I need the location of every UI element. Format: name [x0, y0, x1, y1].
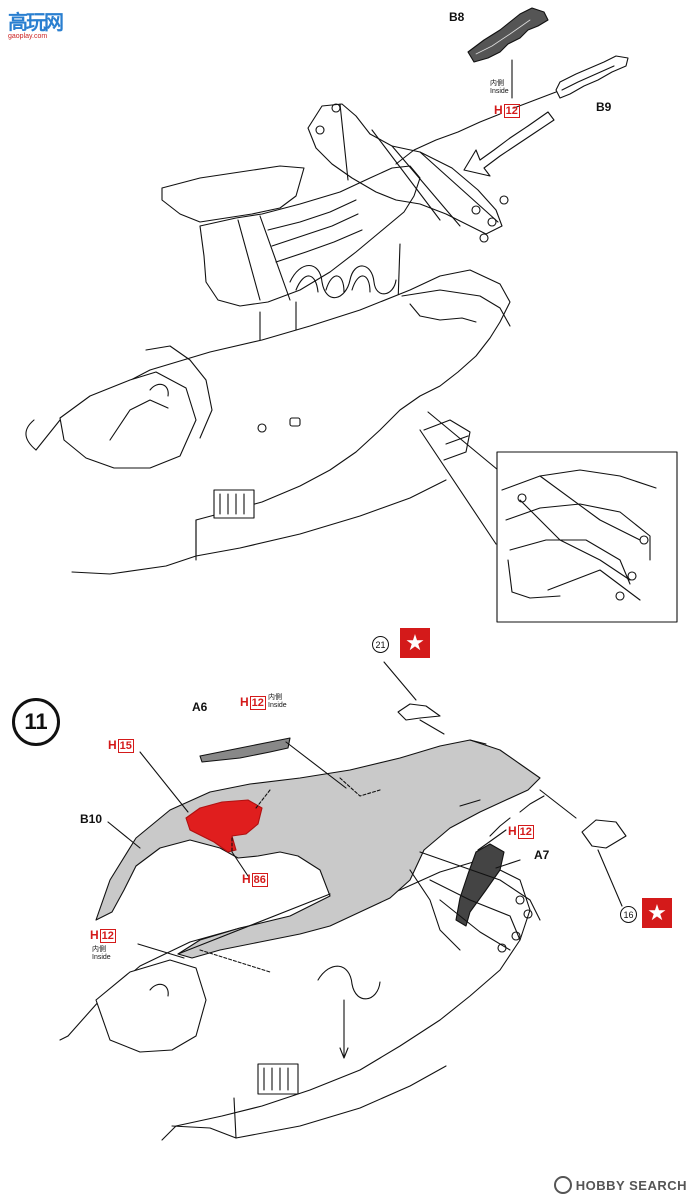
- label-a6: A6: [192, 700, 208, 714]
- exhaust-pipes: [289, 265, 397, 299]
- engine-cover: [161, 165, 305, 223]
- label-b8: B8: [449, 10, 465, 24]
- callout-16: 16: [620, 906, 637, 923]
- label-h15-letter: H: [108, 738, 117, 752]
- part-21-shape: [397, 703, 441, 721]
- cockpit-opening: [59, 371, 197, 469]
- label-h12-upper-letter: H: [240, 695, 249, 709]
- label-h86-num: 86: [251, 873, 268, 887]
- hobby-search-watermark: HOBBY SEARCH: [553, 1176, 687, 1194]
- star-marker-bottom: ★: [642, 898, 672, 928]
- label-h12-left-letter: H: [90, 928, 99, 942]
- assembly-arrow: [463, 111, 555, 177]
- site-logo: 高玩网 gaoplay.com: [8, 6, 64, 40]
- label-h12-right-num: 12: [517, 825, 534, 839]
- label-b9: B9: [596, 100, 612, 114]
- callout-21: 21: [372, 636, 389, 653]
- label-inside-en-upper: Inside: [268, 702, 287, 709]
- hobby-search-text: HOBBY SEARCH: [575, 1177, 687, 1193]
- label-inside-en-top: Inside: [490, 88, 509, 95]
- part-a7-shape: [455, 843, 505, 927]
- label-h12-top-num: 12: [503, 104, 520, 118]
- detail-inset: [496, 451, 678, 623]
- site-logo-text: 高玩网: [8, 12, 64, 34]
- bottom-assembly-group: [59, 661, 627, 1141]
- part-b10-shape: [95, 739, 541, 959]
- label-h12-right-letter: H: [508, 824, 517, 838]
- step-number-badge: 11: [12, 698, 60, 746]
- engine-block: [199, 165, 421, 307]
- part-16-shape: [581, 819, 627, 849]
- label-h86-letter: H: [242, 872, 251, 886]
- label-h12-top-letter: H: [494, 103, 503, 117]
- label-inside-jp-top: 内側: [490, 80, 504, 87]
- label-inside-en-left: Inside: [92, 954, 111, 961]
- label-h12-upper-num: 12: [249, 696, 266, 710]
- top-assembly-group: [25, 7, 629, 575]
- label-inside-jp-upper: 内側: [268, 694, 282, 701]
- hobby-search-icon: [553, 1176, 572, 1194]
- label-inside-jp-left: 内側: [92, 946, 106, 953]
- part-h86-shape: [185, 799, 263, 853]
- part-a6-shape: [199, 737, 291, 763]
- label-b10: B10: [80, 812, 103, 826]
- part-b9-shape: [555, 55, 629, 99]
- label-h15-num: 15: [117, 739, 134, 753]
- label-a7: A7: [534, 848, 550, 862]
- star-marker-top: ★: [400, 628, 430, 658]
- site-logo-url: gaoplay.com: [8, 33, 48, 40]
- label-h12-left-num: 12: [99, 929, 116, 943]
